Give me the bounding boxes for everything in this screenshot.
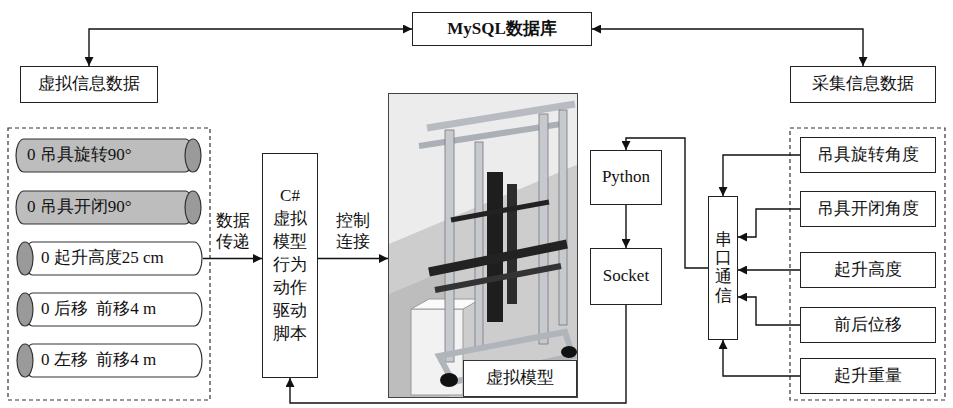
virtual-model-view: 虚拟模型 [388,93,578,398]
serial-box: 串口通信 [708,196,738,340]
process-box: Socket [590,248,662,305]
slider-body [16,139,193,172]
slider-control: 0 后移 前移4 m [15,292,203,327]
floor [389,164,578,398]
slider-cap [185,191,201,224]
dashed-group-frame [790,128,945,400]
node-label: Python [602,167,650,187]
slider-control: 0 吊具旋转90° [15,138,203,173]
process-box: 起升重量 [800,358,936,394]
node-label: 0 吊具开闭90° [27,197,132,217]
connector-arrow [318,258,388,259]
edge-label: 数据 传递 [215,210,251,253]
script-box: C# 虚拟 模型 行为 动作 驱动 脚本 [262,153,318,378]
connector-arrow [738,269,800,270]
slider-body [25,344,202,377]
crane-model-illustration [389,94,578,398]
spreader-beam [435,266,561,290]
process-box: MySQL数据库 [412,12,592,46]
node-label: MySQL数据库 [447,19,557,39]
slider-cap [17,242,33,275]
node-label: Socket [603,266,649,286]
connector-arrow [203,258,262,259]
node-label: C# 虚拟 模型 行为 动作 驱动 脚本 [272,185,308,346]
connector-arrow [89,29,412,66]
node-label: 0 后移 前移4 m [41,299,156,319]
slider-cap [17,344,33,377]
node-label: 起升高度 [834,260,902,280]
node-label: 吊具开闭角度 [817,199,919,219]
hoist-column [507,184,517,304]
node-label: 串口通信 [715,231,732,306]
node-label: 前后位移 [834,315,902,335]
process-box: 采集信息数据 [790,66,936,103]
cross-beam [451,202,549,220]
slider-body [16,191,193,224]
connector-arrow [592,29,863,66]
sky [389,94,578,398]
hoist-column [487,172,503,322]
pole [475,142,483,347]
pole [539,114,548,344]
slider-control: 0 左移 前移4 m [15,343,203,378]
process-box: 吊具开闭角度 [800,191,936,227]
connector-arrow [723,155,800,196]
node-label: 虚拟模型 [463,360,577,397]
slider-body [25,293,202,326]
node-label: 起升重量 [834,366,902,386]
pole [559,110,567,325]
connector-arrow [723,340,800,376]
process-box: 起升高度 [800,252,936,288]
node-label: 0 吊具旋转90° [27,145,132,165]
node-label: 0 左移 前移4 m [41,350,156,370]
node-label: 吊具旋转角度 [817,145,919,165]
process-box: 前后位移 [800,307,936,343]
connector-arrow [738,209,800,237]
connector-arrow [625,205,626,248]
process-box: 虚拟信息数据 [20,66,158,103]
wheel [440,373,458,387]
node-label: 采集信息数据 [812,74,914,94]
slider-body [25,242,202,275]
dashed-group-frame [8,128,210,400]
process-box: Python [590,150,662,205]
connector-arrow [738,297,800,325]
node-label: 0 起升高度25 cm [41,248,164,268]
slider-cap [185,139,201,172]
node-label: 虚拟信息数据 [38,74,140,94]
process-box: 吊具旋转角度 [800,137,936,173]
slider-control: 0 起升高度25 cm [15,241,203,276]
wheel [561,346,577,358]
pole [445,130,454,362]
slider-control: 0 吊具开闭90° [15,190,203,225]
slider-cap [17,293,33,326]
edge-label: 控制 连接 [335,210,371,253]
